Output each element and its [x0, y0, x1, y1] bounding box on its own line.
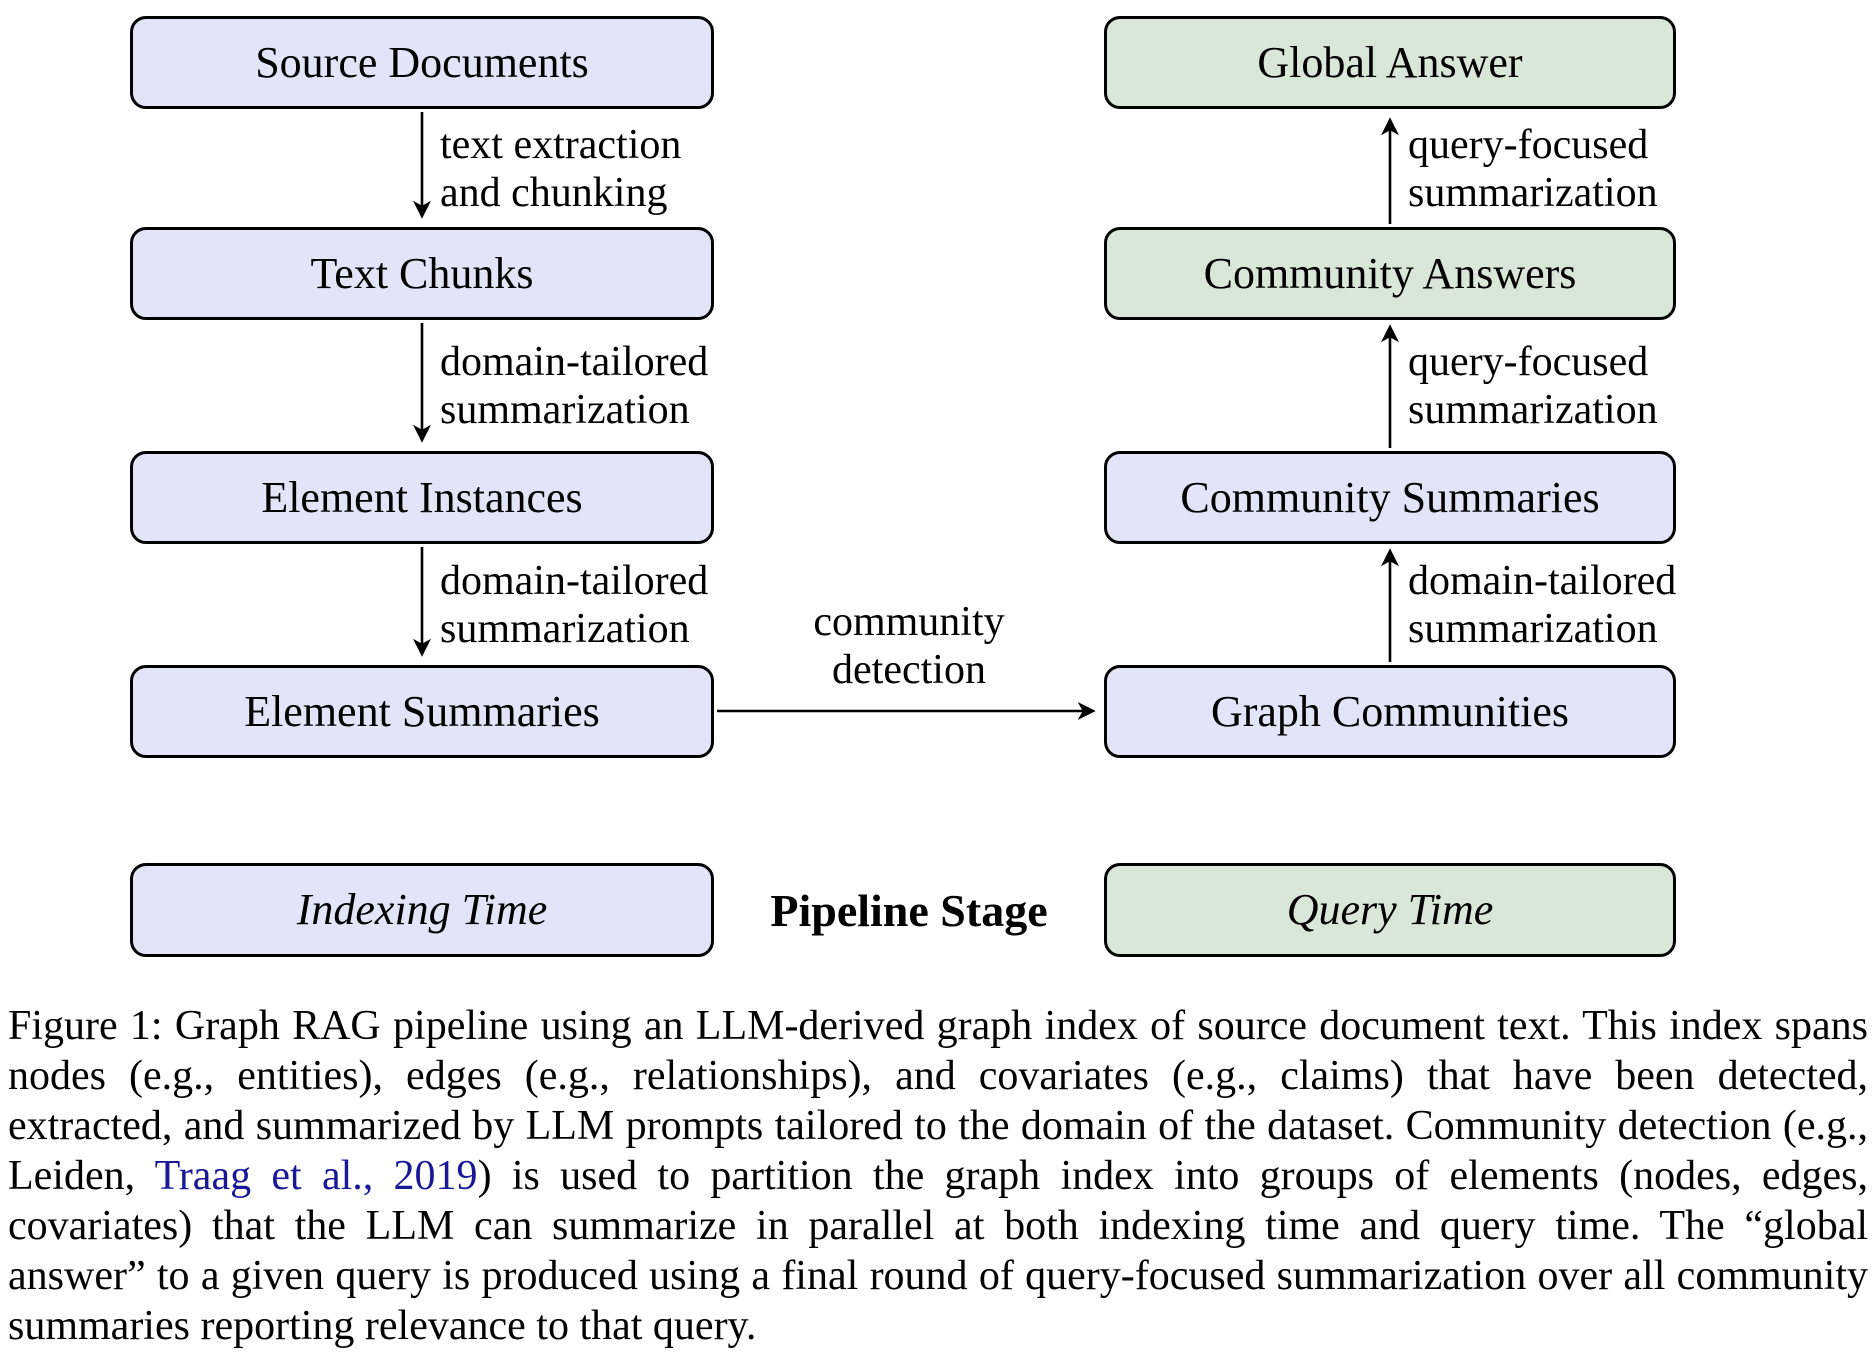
node-text-chunks: Text Chunks: [130, 227, 714, 320]
edge-label-line: domain-tailored: [440, 339, 709, 385]
edge-label-line: community: [813, 599, 1005, 645]
node-label: Text Chunks: [310, 248, 534, 298]
figure-caption: Figure 1: Graph RAG pipeline using an LL…: [8, 1001, 1868, 1351]
node-label: Community Answers: [1203, 248, 1577, 298]
node-indexing-time: Indexing Time: [130, 863, 714, 957]
node-label: Element Summaries: [244, 686, 600, 736]
citation-link[interactable]: Traag et al., 2019: [154, 1153, 478, 1199]
edge-label-query-summarization-2: query-focused summarization: [1408, 338, 1658, 434]
edge-label-line: summarization: [440, 387, 690, 433]
edge-label-line: summarization: [1408, 170, 1658, 216]
node-label: Indexing Time: [296, 885, 548, 934]
node-label: Source Documents: [255, 37, 589, 87]
stage-label-text: Pipeline Stage: [770, 884, 1048, 936]
edge-label-text-extraction: text extraction and chunking: [440, 121, 681, 217]
edge-label-line: summarization: [1408, 606, 1658, 652]
caption-text-after-citation: ) is used to partition the graph index i…: [8, 1153, 1868, 1349]
edge-label-domain-summarization-2: domain-tailored summarization: [440, 557, 708, 653]
edge-label-line: summarization: [440, 606, 690, 652]
caption-text-before-citation: Figure 1: Graph RAG pipeline using an LL…: [8, 1003, 1868, 1199]
edge-label-line: text extraction: [440, 122, 682, 168]
pipeline-stage-label: Pipeline Stage: [714, 863, 1104, 957]
edge-label-line: domain-tailored: [1408, 558, 1677, 604]
node-community-answers: Community Answers: [1104, 227, 1676, 320]
node-element-instances: Element Instances: [130, 451, 714, 544]
node-label: Community Summaries: [1180, 472, 1600, 522]
edge-label-domain-summarization-1: domain-tailored summarization: [440, 338, 708, 434]
node-label: Global Answer: [1257, 37, 1523, 87]
edge-label-line: summarization: [1408, 387, 1658, 433]
node-global-answer: Global Answer: [1104, 16, 1676, 109]
edge-label-line: and chunking: [440, 170, 668, 216]
node-query-time: Query Time: [1104, 863, 1676, 957]
node-label: Element Instances: [261, 472, 583, 522]
edge-label-line: domain-tailored: [440, 558, 709, 604]
edge-label-community-detection: community detection: [714, 598, 1104, 694]
node-source-documents: Source Documents: [130, 16, 714, 109]
node-element-summaries: Element Summaries: [130, 665, 714, 758]
node-graph-communities: Graph Communities: [1104, 665, 1676, 758]
node-label: Query Time: [1286, 885, 1494, 934]
edge-label-query-summarization-1: query-focused summarization: [1408, 121, 1658, 217]
edge-label-line: query-focused: [1408, 122, 1649, 168]
edge-label-line: detection: [832, 647, 986, 693]
edge-label-line: query-focused: [1408, 339, 1649, 385]
node-label: Graph Communities: [1210, 686, 1570, 736]
node-community-summaries: Community Summaries: [1104, 451, 1676, 544]
edge-label-domain-summarization-3: domain-tailored summarization: [1408, 557, 1676, 653]
